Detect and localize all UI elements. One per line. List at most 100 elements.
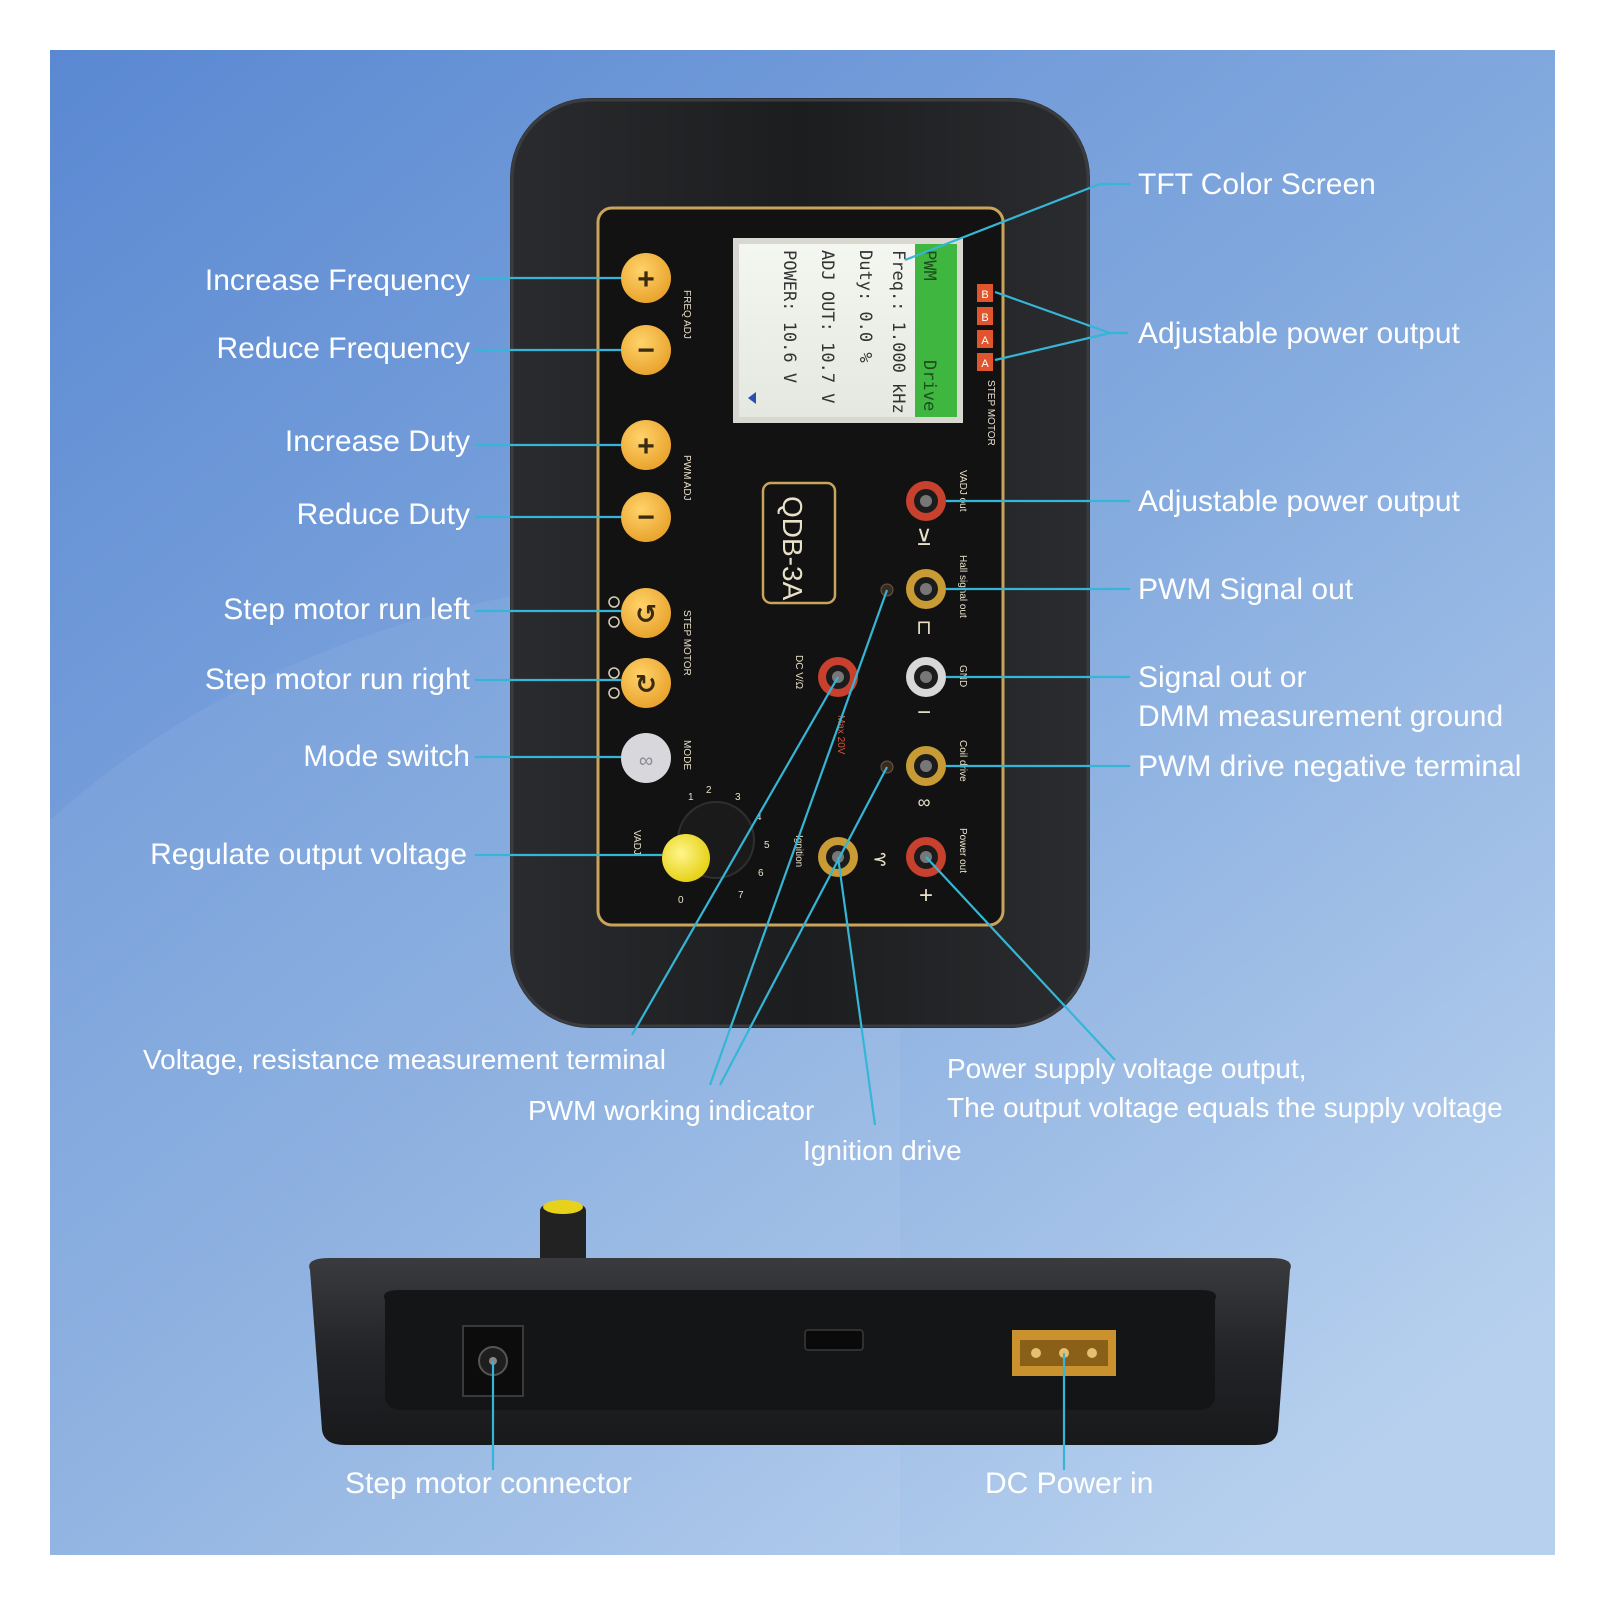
- plus-icon: +: [637, 263, 655, 296]
- device-side-view: [309, 1200, 1291, 1445]
- screen-line-adj: ADJ OUT: 10.7 V: [817, 250, 837, 404]
- mode-icon: ∞: [639, 750, 653, 772]
- plus-symbol-icon: +: [919, 882, 933, 909]
- callout-mode-switch: Mode switch: [303, 740, 470, 773]
- callout-signal-out-l1: Signal out or: [1138, 661, 1306, 694]
- reduce-duty-button[interactable]: −: [621, 492, 671, 542]
- step-motor-label: STEP MOTOR: [681, 610, 692, 676]
- model-label: QDB-3A: [777, 496, 808, 601]
- minus-icon: −: [637, 334, 655, 367]
- vadj-out-jack[interactable]: [906, 481, 946, 521]
- indicator-a1: A: [981, 335, 989, 347]
- indicator-icon: [608, 596, 620, 608]
- callout-pwm-signal-out: PWM Signal out: [1138, 573, 1354, 606]
- callout-dc-power-in: DC Power in: [985, 1467, 1153, 1500]
- screen-header-left: PWM: [919, 250, 939, 281]
- knob-scale-2: 2: [706, 785, 712, 796]
- indicator-icon: [608, 687, 620, 699]
- device-body-edge: [510, 98, 1090, 1028]
- screen-line-freq: Freq.: 1.000 kHz: [888, 250, 908, 414]
- knob-scale-6: 6: [758, 868, 764, 879]
- minus-symbol-icon: −: [917, 699, 931, 726]
- increase-duty-button[interactable]: +: [621, 420, 671, 470]
- side-knob-cap: [543, 1200, 583, 1214]
- dc-power-in-port[interactable]: [1012, 1330, 1116, 1376]
- knob-scale-0: 0: [678, 895, 684, 906]
- rotate-left-icon: ↺: [635, 599, 657, 629]
- coil-symbol-icon: ∞: [918, 792, 931, 812]
- ignition-symbol-icon: ⊰: [872, 849, 887, 869]
- leader-lines: [475, 182, 1130, 1470]
- step-motor-left-button[interactable]: ↺: [621, 588, 671, 638]
- callout-tft-screen: TFT Color Screen: [1138, 168, 1376, 201]
- coil-drive-label: Coil drive: [957, 740, 968, 782]
- callout-step-left: Step motor run left: [223, 593, 470, 626]
- ab-indicators: B B A A: [977, 284, 993, 371]
- ignition-label: Ignition: [793, 835, 804, 867]
- mode-switch-button[interactable]: ∞: [621, 733, 671, 783]
- callout-increase-frequency: Increase Frequency: [205, 264, 470, 297]
- callouts: Increase Frequency Reduce Frequency Incr…: [143, 168, 1521, 1500]
- plus-icon: +: [637, 430, 655, 463]
- callout-pwm-indicator: PWM working indicator: [528, 1095, 814, 1126]
- knob-scale-3: 3: [735, 792, 741, 803]
- callout-reduce-duty: Reduce Duty: [297, 498, 470, 531]
- step-motor-right-button[interactable]: ↻: [621, 658, 671, 708]
- hall-signal-out-label: Hall signal out: [957, 555, 968, 618]
- indicator-icon: [608, 667, 620, 679]
- dc-vohm-label: DC V/Ω: [793, 655, 804, 690]
- callout-pwm-drive-neg: PWM drive negative terminal: [1138, 750, 1521, 783]
- callout-regulate-voltage: Regulate output voltage: [150, 838, 467, 871]
- model-label-box: [761, 481, 837, 605]
- indicator-a2: A: [981, 358, 989, 370]
- indicator-icon: [608, 616, 620, 628]
- gnd-jack[interactable]: [906, 657, 946, 697]
- callout-adj-power-1: Adjustable power output: [1138, 317, 1461, 350]
- power-out-label: Power out: [957, 828, 968, 873]
- screen-line-power: POWER: 10.6 V: [779, 250, 799, 383]
- callout-reduce-frequency: Reduce Frequency: [217, 332, 470, 365]
- callout-power-supply-l1: Power supply voltage output,: [947, 1053, 1307, 1084]
- indicator-b1: B: [981, 289, 988, 301]
- knob-scale-1: 1: [688, 792, 694, 803]
- vadj-label: VADJ: [631, 830, 642, 855]
- vadj-out-label: VADJ out: [957, 470, 968, 512]
- pwm-wave-icon: ⊓: [916, 617, 932, 639]
- side-face: [384, 1290, 1216, 1410]
- mode-label: MODE: [681, 740, 692, 770]
- callout-signal-out-l2: DMM measurement ground: [1138, 700, 1503, 733]
- device-top-view: PWM Drive Freq.: 1.000 kHz Duty: 0.0 % A…: [510, 98, 1090, 1028]
- screen-line-duty: Duty: 0.0 %: [855, 250, 875, 363]
- screen-scroll-arrow-icon: [748, 392, 756, 404]
- callout-power-supply-l2: The output voltage equals the supply vol…: [947, 1092, 1503, 1123]
- vadj-symbol-icon: ⊻: [916, 525, 932, 550]
- knob-scale-7: 7: [738, 890, 744, 901]
- hall-signal-out-jack[interactable]: [906, 569, 946, 609]
- screen-header-right: Drive: [919, 360, 939, 411]
- callout-step-motor-connector: Step motor connector: [345, 1467, 632, 1500]
- minus-icon: −: [637, 501, 655, 534]
- indicator-b2: B: [981, 312, 988, 324]
- screen-header: [915, 244, 957, 417]
- knob-scale-4: 4: [756, 812, 762, 823]
- freq-adj-label: FREQ ADJ: [681, 290, 692, 339]
- side-knob-shaft: [540, 1205, 586, 1265]
- knob-scale: 0 1 2 3 4 5 6 7: [678, 785, 770, 906]
- tft-screen: PWM Drive Freq.: 1.000 kHz Duty: 0.0 % A…: [733, 238, 963, 423]
- side-switch[interactable]: [804, 1329, 864, 1351]
- step-motor-side-label: STEP MOTOR: [985, 380, 996, 446]
- callout-step-right: Step motor run right: [205, 663, 471, 696]
- pwm-adj-label: PWM ADJ: [681, 455, 692, 501]
- max-voltage-label: Max 20V: [835, 715, 846, 755]
- rotate-right-icon: ↻: [635, 669, 657, 699]
- callout-voltage-resistance: Voltage, resistance measurement terminal: [143, 1044, 666, 1075]
- callout-ignition-drive: Ignition drive: [803, 1135, 962, 1166]
- callout-adj-power-2: Adjustable power output: [1138, 485, 1461, 518]
- knob-scale-5: 5: [764, 840, 770, 851]
- increase-frequency-button[interactable]: +: [621, 253, 671, 303]
- coil-drive-jack[interactable]: [906, 746, 946, 786]
- voltage-knob[interactable]: [662, 801, 755, 882]
- reduce-frequency-button[interactable]: −: [621, 325, 671, 375]
- callout-increase-duty: Increase Duty: [285, 425, 470, 458]
